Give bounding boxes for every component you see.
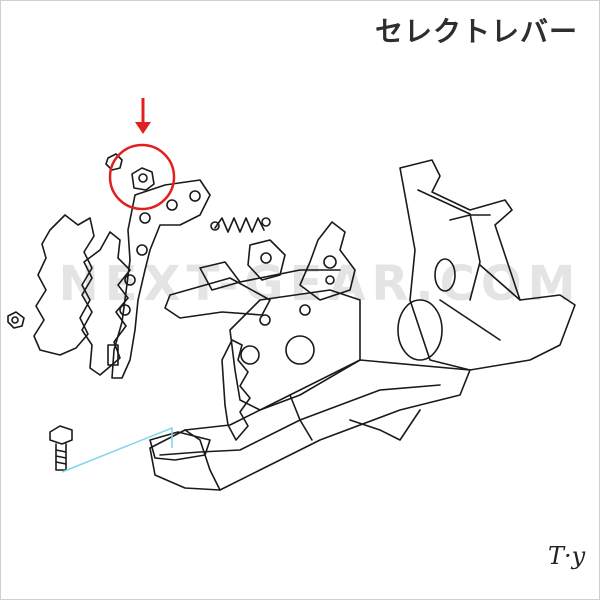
page-title: セレクトレバー [374, 15, 578, 48]
lever-arm [164, 277, 271, 319]
nut-top [105, 153, 123, 171]
front-plate [149, 431, 211, 461]
base-frame [149, 359, 471, 491]
down-arrow-icon [135, 98, 151, 134]
center-serrated-plate [221, 339, 251, 441]
brand-logo: T·y [548, 542, 586, 570]
watermark-text: NEXT-GEAR.COM [59, 256, 582, 312]
leader-line [61, 426, 173, 473]
center-bracket [229, 289, 361, 411]
target-nut [131, 167, 155, 191]
return-spring [214, 217, 265, 233]
inner-serrated-plate [81, 231, 131, 376]
nut-left [7, 311, 25, 329]
gate-plate [111, 179, 211, 379]
outer-serrated-plate [33, 214, 95, 356]
rear-tower [399, 159, 576, 371]
mounting-bolt [49, 425, 73, 471]
circle-highlight-icon [108, 143, 176, 211]
